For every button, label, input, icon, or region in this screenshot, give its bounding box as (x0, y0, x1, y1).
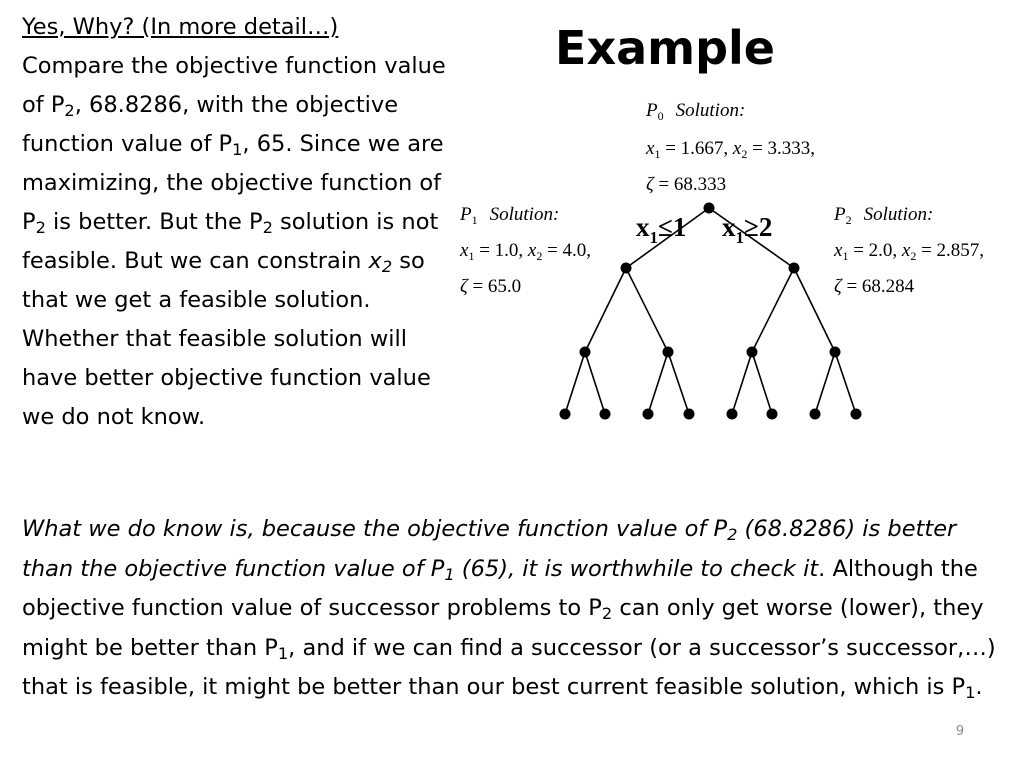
branch-label-left: x1≤1 (636, 212, 686, 247)
conclusion-part: . Although the objective function value … (22, 555, 978, 622)
tree-node-p2 (788, 262, 800, 274)
explanation-part: is better. But the P (45, 209, 263, 235)
conclusion-part: can only get worse (lower), they might b… (22, 595, 984, 661)
explanation-part: , 68.8286, with the objective function v… (22, 92, 399, 157)
explanation-heading: Yes, Why? (In more detail…) (22, 14, 339, 40)
variable: x (368, 248, 382, 274)
tree-node (642, 408, 654, 420)
tree-edge (667, 351, 690, 415)
tree-edge (584, 351, 606, 415)
tree-node (766, 408, 778, 420)
tree-node-p1 (620, 262, 632, 274)
tree-edge (834, 351, 857, 415)
subscript: 1 (232, 140, 243, 160)
tree-node (599, 408, 611, 420)
tree-node (726, 408, 738, 420)
conclusion-part: . (975, 674, 983, 700)
tree-edge (647, 351, 669, 415)
subscript: 2 (601, 604, 613, 624)
p1-objective: ζ = 65.0 (460, 276, 521, 297)
subscript: 2 (262, 218, 273, 238)
tree-edge (584, 267, 627, 353)
p0-objective: ζ = 68.333 (646, 174, 726, 195)
subscript: 1 (965, 683, 976, 703)
subscript: 1 (277, 643, 289, 663)
variable-subscript: 2 (381, 257, 393, 277)
tree-node (809, 408, 821, 420)
tree-node-p0 (703, 202, 715, 214)
slide-title: Example (555, 21, 775, 75)
explanation-text: Yes, Why? (In more detail…) Compare the o… (22, 8, 454, 437)
subscript: 2 (382, 257, 392, 276)
tree-edge (708, 207, 795, 269)
explanation-part: so that we get a feasible solution. Whet… (22, 248, 431, 430)
branch-label-right: x1≥2 (722, 212, 772, 247)
tree-edge (625, 267, 669, 353)
conclusion-italic: What we do know is, because the objectiv… (22, 516, 957, 584)
p0-x-values: x1 = 1.667, x2 = 3.333, (645, 138, 815, 161)
explanation-part: Compare the objective function value of … (22, 53, 446, 118)
subscript: 2 (64, 101, 75, 121)
tree-node (683, 408, 695, 420)
tree-edge (814, 351, 836, 415)
tree-node (662, 346, 674, 358)
explanation-part: , 65. Since we are maximizing, the objec… (22, 131, 444, 235)
subscript: 2 (35, 218, 46, 238)
tree-edges (564, 207, 857, 415)
page-number: 9 (955, 724, 965, 739)
tree-edge (625, 207, 710, 269)
p2-x-values: x1 = 2.0, x2 = 2.857, (833, 240, 984, 263)
tree-edge (793, 267, 836, 353)
conclusion-text: What we do know is, because the objectiv… (22, 510, 1007, 708)
tree-edge (751, 351, 773, 415)
tree-node (579, 346, 591, 358)
tree-node (850, 408, 862, 420)
tree-node (559, 408, 571, 420)
p2-objective: ζ = 68.284 (834, 276, 915, 297)
p1-x-values: x1 = 1.0, x2 = 4.0, (459, 240, 591, 263)
tree-edge (751, 267, 795, 353)
explanation-part: solution is not feasible. But we can con… (22, 209, 439, 274)
tree-edge (731, 351, 753, 415)
tree-node (746, 346, 758, 358)
tree-edge (564, 351, 586, 415)
conclusion-part: , and if we can find a successor (or a s… (22, 634, 996, 701)
tree-nodes (559, 202, 862, 420)
tree-node (829, 346, 841, 358)
